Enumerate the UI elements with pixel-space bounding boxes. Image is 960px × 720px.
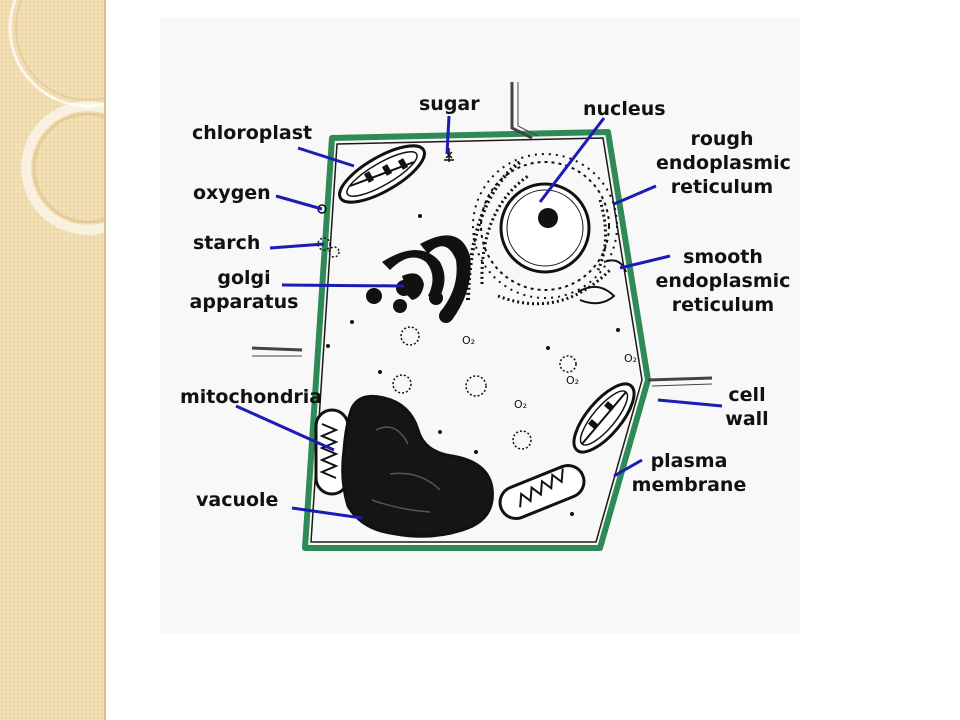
label-smooth-er: smooth endoplasmic reticulum: [655, 246, 791, 316]
vacuole: [341, 394, 494, 538]
o2-mark: O₂: [514, 398, 527, 411]
starch-grains: [317, 237, 577, 450]
nucleus: [472, 153, 618, 299]
sugar-mark: [444, 148, 454, 162]
o2-mark: O₂: [462, 334, 475, 347]
label-cell-wall: cell wall: [725, 384, 769, 430]
label-nucleus: nucleus: [583, 98, 666, 120]
label-mitochondria: mitochondria: [180, 386, 323, 408]
label-chloroplast: chloroplast: [192, 122, 313, 144]
chloroplast-top: [338, 144, 426, 204]
label-starch: starch: [193, 232, 261, 254]
decorative-circles: [8, 0, 104, 235]
label-sugar: sugar: [419, 93, 480, 115]
cytoplasm-dots: [326, 214, 620, 516]
label-rough-er: rough endoplasmic reticulum: [656, 128, 791, 198]
slide-sidebar: [0, 0, 106, 720]
rough-er: [466, 160, 612, 306]
golgi-apparatus: [366, 235, 471, 323]
diagram-background: [160, 18, 800, 634]
label-golgi-apparatus: golgi apparatus: [189, 267, 299, 313]
o2-mark: O₂: [624, 352, 637, 365]
chloroplast-right: [572, 382, 636, 454]
label-vacuole: vacuole: [196, 489, 279, 511]
o2-mark: O₂: [566, 374, 579, 387]
label-oxygen: oxygen: [193, 182, 271, 204]
mitochondrion-bottom: [498, 464, 586, 520]
label-plasma-membrane: plasma membrane: [631, 450, 747, 496]
pointer-lines: [235, 115, 723, 520]
smooth-er: [577, 259, 627, 305]
cell-wall-outline: [251, 82, 713, 551]
mitochondrion-left: [314, 408, 350, 496]
plant-cell-diagram: O₂ O₂ O₂ O₂: [235, 82, 723, 551]
